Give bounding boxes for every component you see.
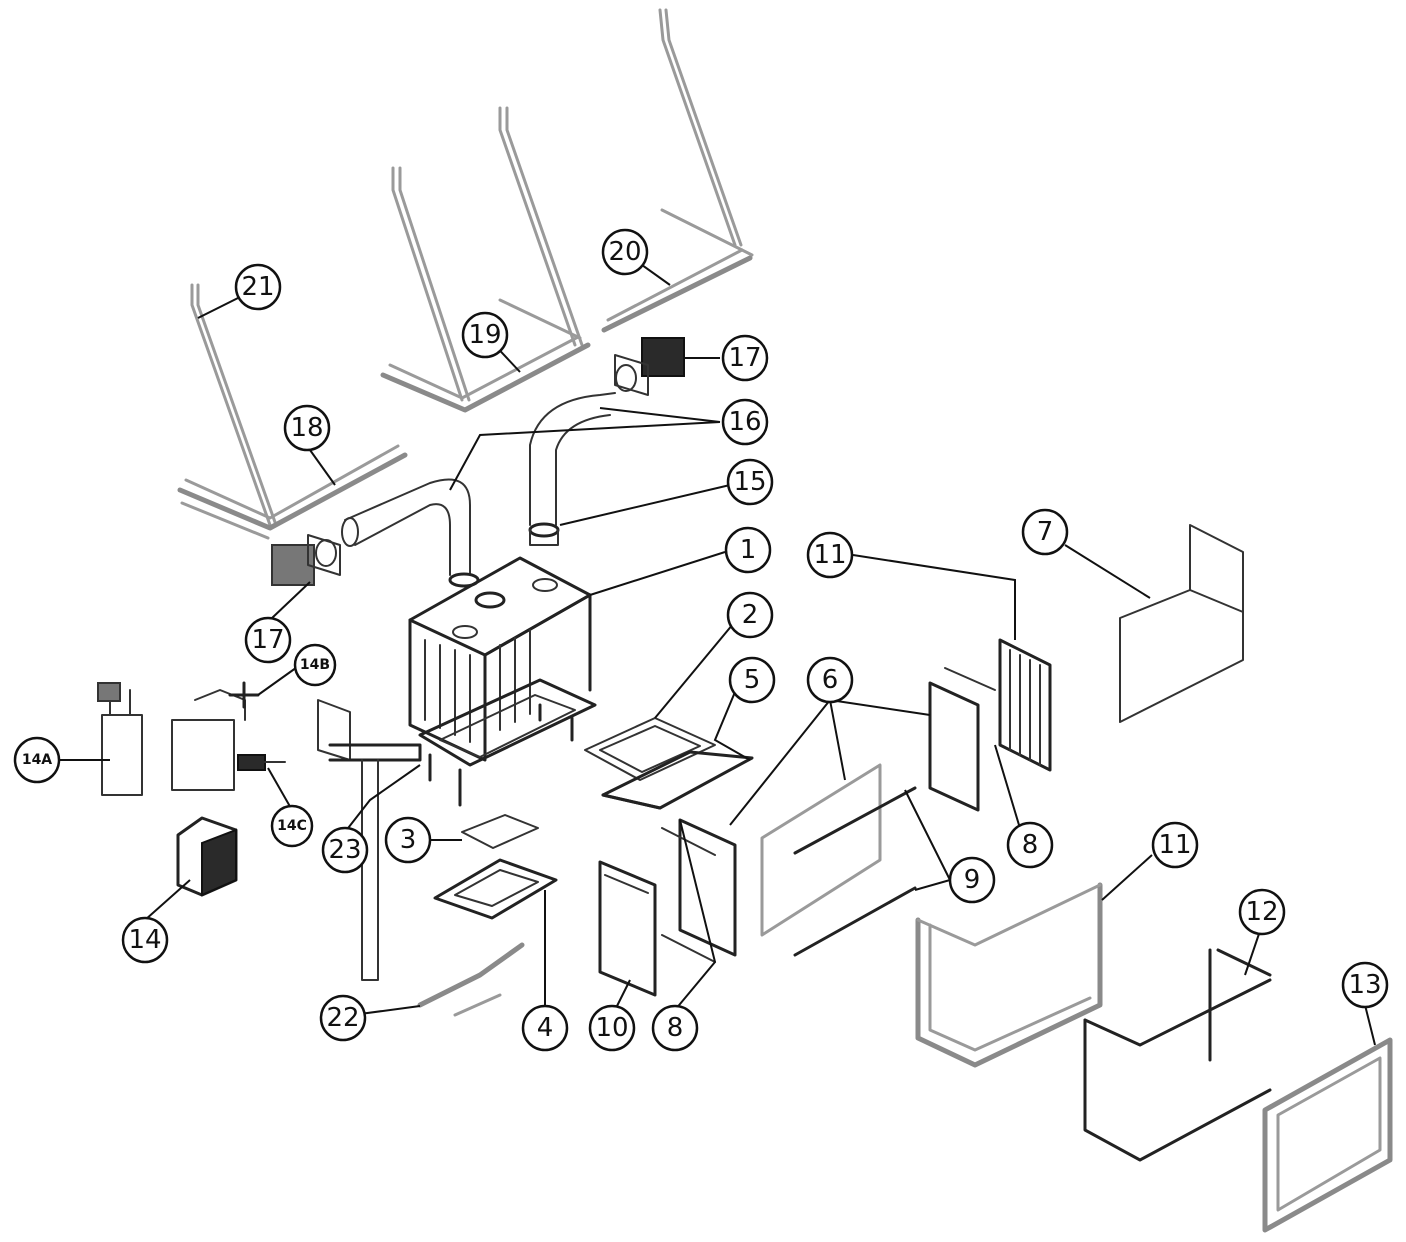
callout-5: 5: [728, 656, 776, 704]
glass-panel-6-small: [661, 818, 737, 963]
log-set-22: [417, 942, 525, 1017]
trim-frame-11: [915, 882, 1103, 1068]
callout-14c: 14C: [270, 804, 314, 848]
callout-3: 3: [384, 816, 432, 864]
callout-9: 9: [948, 856, 996, 904]
callout-11-lower: 11: [1151, 821, 1199, 869]
callout-label: 1: [740, 535, 757, 565]
callout-label: 11: [813, 540, 846, 570]
callout-16: 16: [721, 398, 769, 446]
callout-14a: 14A: [13, 736, 61, 784]
callout-20: 20: [601, 228, 649, 276]
trim-panel-20: [601, 8, 754, 333]
firebox-1: [408, 556, 597, 807]
callout-label: 14B: [300, 657, 330, 673]
callout-10: 10: [588, 1004, 636, 1052]
valve-assembly-14a: [97, 682, 143, 796]
callout-label: 12: [1245, 897, 1278, 927]
leader-lines: [60, 254, 1376, 1046]
callout-label: 14A: [22, 752, 52, 768]
trim-panel-21: [190, 283, 278, 527]
callout-label: 17: [728, 343, 761, 373]
callout-label: 16: [728, 407, 761, 437]
gas-valve-14b: [171, 681, 260, 791]
callout-label: 10: [595, 1013, 628, 1043]
callout-label: 9: [964, 865, 981, 895]
glass-panel-6-side: [928, 667, 996, 812]
callout-label: 2: [742, 600, 759, 630]
callout-label: 8: [1022, 830, 1039, 860]
callout-label: 5: [744, 665, 761, 695]
grille-17-left: [271, 534, 341, 586]
callout-11-upper: 11: [806, 531, 854, 579]
callout-14b: 14B: [293, 643, 337, 687]
callout-label: 14: [128, 925, 161, 955]
callout-label: 3: [400, 825, 417, 855]
callout-17-left: 17: [244, 616, 292, 664]
callout-label: 13: [1348, 970, 1381, 1000]
callout-label: 6: [822, 665, 839, 695]
callout-label: 14C: [277, 818, 307, 834]
callout-label: 20: [608, 237, 641, 267]
callout-4: 4: [521, 1004, 569, 1052]
callout-1: 1: [724, 526, 772, 574]
callout-label: 11: [1158, 830, 1191, 860]
ember-plate-5: [601, 750, 754, 810]
callout-label: 21: [241, 272, 274, 302]
surround-13: [1262, 1037, 1393, 1233]
callout-label: 22: [326, 1003, 359, 1033]
support-frame-12: [1083, 948, 1272, 1162]
control-box-14: [176, 816, 238, 897]
burner-pan-4: [433, 858, 558, 920]
callout-18: 18: [283, 404, 331, 452]
callout-label: 4: [537, 1013, 554, 1043]
callout-label: 17: [251, 625, 284, 655]
callout-label: 7: [1037, 517, 1054, 547]
regulator-14c: [237, 754, 286, 771]
burner-plate-3: [461, 814, 539, 849]
callout-13: 13: [1341, 961, 1389, 1009]
callout-21: 21: [234, 263, 282, 311]
enclosure-7: [1119, 524, 1244, 723]
callout-label: 23: [328, 835, 361, 865]
callout-label: 18: [290, 413, 323, 443]
callout-7: 7: [1021, 508, 1069, 556]
duct-collar-15: [448, 522, 560, 588]
duct-assembly-16: [341, 392, 616, 576]
callout-label: 15: [733, 467, 766, 497]
callout-15: 15: [726, 458, 774, 506]
callout-6: 6: [806, 656, 854, 704]
glass-clip-9: [793, 786, 917, 957]
baffle-plate-2: [584, 717, 716, 781]
trim-panel-19: [380, 106, 591, 413]
glass-panel-6-large: [760, 763, 882, 937]
callout-2: 2: [726, 591, 774, 639]
callout-17-right: 17: [721, 334, 769, 382]
mounting-bracket-23: [317, 699, 422, 981]
callout-19: 19: [461, 311, 509, 359]
trim-panel-18: [177, 444, 408, 540]
refractory-liner-11: [998, 638, 1052, 772]
callout-14: 14: [121, 916, 169, 964]
grille-17-right: [614, 337, 685, 396]
refractory-panel-10: [598, 860, 657, 997]
callout-8-lower: 8: [651, 1004, 699, 1052]
callout-label: 19: [468, 320, 501, 350]
callout-23: 23: [321, 826, 369, 874]
callout-22: 22: [319, 994, 367, 1042]
callout-8-upper: 8: [1006, 821, 1054, 869]
callout-12: 12: [1238, 888, 1286, 936]
callout-label: 8: [667, 1013, 684, 1043]
